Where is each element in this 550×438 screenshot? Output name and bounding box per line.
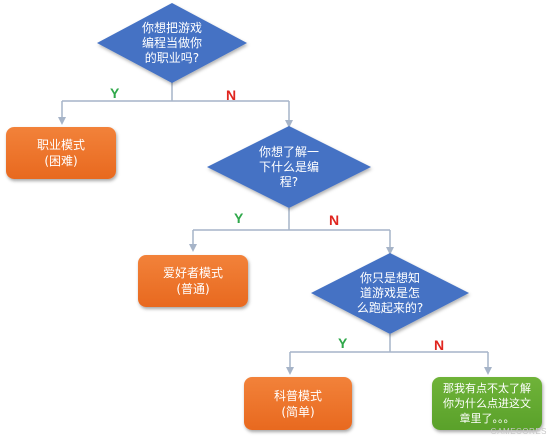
decision-diamond-1	[97, 3, 247, 83]
outcome-4-line-2: 你为什么点进这文	[443, 397, 531, 410]
decision-1-line-3: 的职业吗?	[144, 50, 200, 65]
connector-3	[286, 334, 492, 375]
outcome-2-sub: (普通)	[176, 282, 210, 296]
decision-3-line-2: 道游戏是怎	[359, 285, 420, 300]
yes-label-3: Y	[338, 335, 348, 351]
no-label-3: N	[434, 337, 445, 353]
yes-label-2: Y	[234, 210, 244, 226]
outcome-hobbyist-mode: 爱好者模式 (普通)	[138, 255, 248, 307]
decision-2-text: 你想了解一 下什么是编 程?	[239, 138, 339, 196]
decision-3-line-3: 么跑起来的?	[356, 300, 424, 315]
decision-2-line-1: 你想了解一	[258, 144, 319, 159]
outcome-1-sub: (困难)	[44, 154, 78, 168]
decision-3-text: 你只是想知 道游戏是怎 么跑起来的?	[336, 264, 444, 322]
outcome-1-title: 职业模式	[36, 138, 85, 152]
connector-2	[189, 208, 394, 255]
decision-1-line-1: 你想把游戏	[141, 20, 202, 35]
decision-diamond-2	[207, 126, 371, 208]
no-label-1: N	[226, 87, 237, 103]
no-label-2: N	[329, 212, 340, 228]
decision-1-text: 你想把游戏 编程当做你 的职业吗?	[122, 14, 222, 72]
decision-1-line-2: 编程当做你	[141, 35, 202, 50]
decision-diamond-3	[311, 253, 469, 334]
outcome-2-title: 爱好者模式	[162, 266, 223, 280]
outcome-professional-mode: 职业模式 (困难)	[6, 127, 116, 179]
outcome-confused: 那我有点不太了解 你为什么点进这文 章里了。。。	[432, 377, 542, 430]
outcome-3-sub: (简单)	[281, 404, 315, 419]
decision-2-line-3: 程?	[279, 174, 299, 189]
watermark: GAMECORES	[490, 427, 547, 436]
outcome-4-line-1: 那我有点不太了解	[443, 382, 531, 395]
connector-1	[58, 82, 293, 128]
yes-label-1: Y	[110, 85, 120, 101]
outcome-3-title: 科普模式	[273, 388, 322, 403]
decision-3-line-1: 你只是想知	[359, 270, 420, 285]
outcome-popular-science-mode: 科普模式 (简单)	[244, 377, 352, 430]
decision-2-line-2: 下什么是编	[258, 159, 319, 174]
outcome-4-line-3: 章里了。。。	[459, 412, 515, 425]
